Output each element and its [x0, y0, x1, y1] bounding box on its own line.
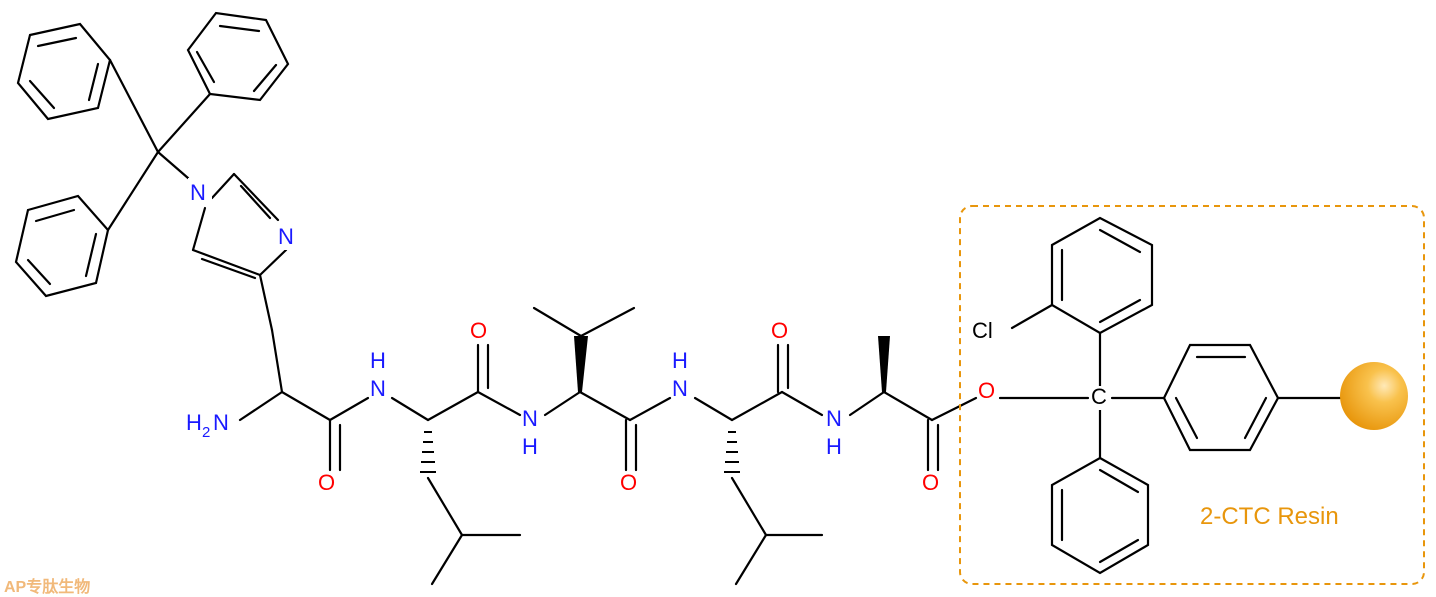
resin-box	[959, 205, 1425, 585]
atom-nh2-n: N	[522, 406, 538, 431]
trityl-phenyl-ring-2	[186, 11, 290, 102]
atom-o3: O	[620, 470, 637, 495]
atom-h2n-n: N	[213, 410, 229, 435]
watermark-logo: AP专肽生物	[4, 577, 90, 596]
atom-nh3-h: H	[672, 348, 688, 373]
atom-o1: O	[318, 470, 335, 495]
atom-nh4-h: H	[826, 434, 842, 459]
atom-nh1-n: N	[370, 376, 386, 401]
ala-wedge-bond	[878, 336, 890, 392]
atom-cl: Cl	[972, 318, 993, 343]
atom-c-center: C	[1091, 384, 1107, 409]
atom-h2n-h: H	[186, 410, 202, 435]
leu1-hashed-bond	[420, 431, 436, 473]
atom-nh3-n: N	[672, 376, 688, 401]
atom-nh4-n: N	[826, 406, 842, 431]
trityl-phenyl-ring-3	[14, 194, 110, 298]
atom-nh1-h: H	[370, 348, 386, 373]
atom-o5: O	[922, 470, 939, 495]
trityl-phenyl-ring-1	[16, 22, 112, 121]
leu2-hashed-bond	[724, 431, 740, 473]
atom-o-ester: O	[978, 378, 995, 403]
atom-nh2-h: H	[522, 434, 538, 459]
chlorophenyl-ring	[1050, 216, 1154, 335]
atom-o2: O	[470, 318, 487, 343]
para-phenylene-ring	[1162, 343, 1280, 452]
val-wedge-bond	[574, 336, 588, 392]
atom-n-trityl: N	[190, 180, 206, 205]
bottom-phenyl-ring	[1050, 456, 1150, 575]
atom-labels: N N H 2 N N H N H N H N H O O O O O O Cl…	[186, 178, 1111, 495]
atom-h2n-subscript: 2	[202, 424, 210, 441]
atom-n-ring: N	[278, 224, 294, 249]
atom-o4: O	[771, 318, 788, 343]
bond-lines	[14, 11, 1342, 586]
resin-bead	[1340, 362, 1408, 430]
resin-label: 2-CTC Resin	[1200, 503, 1339, 530]
